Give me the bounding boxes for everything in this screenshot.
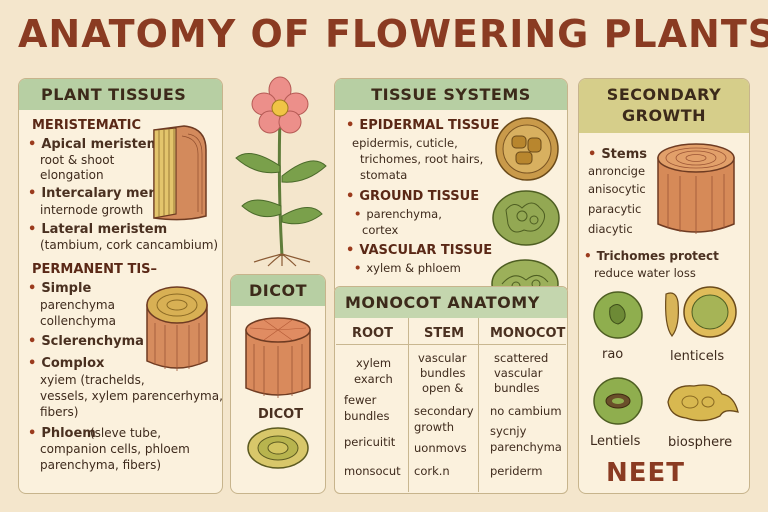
monocot-anatomy-card: MONOCOT ANATOMY: [334, 286, 568, 494]
stem-cell-2: bundles: [420, 366, 466, 380]
monocot-cell-2: vascular: [494, 366, 543, 380]
root-cell-2: exarch: [354, 372, 393, 386]
dicot-stem-cylinder-illustration: [245, 317, 311, 398]
epidermal-sub-3: stomata: [360, 168, 408, 182]
phloem-sub-1: companion cells, phloem: [40, 442, 190, 456]
complex-label: Complox: [28, 355, 104, 373]
stomata-type-1: anroncige: [588, 164, 646, 178]
biosphere-label: biosphere: [668, 435, 733, 450]
stomata-type-4: diacytic: [588, 222, 633, 236]
stem-cell-3: open &: [422, 381, 464, 395]
simple-label: Simple: [28, 280, 91, 298]
tissue-systems-heading: TISSUE SYSTEMS: [335, 79, 567, 110]
monocot-cell-5: sycnjy: [490, 424, 527, 438]
col-header-root: ROOT: [352, 326, 393, 341]
table-col-divider-2: [478, 318, 479, 492]
trichomes-label: Trichomes protect: [584, 248, 719, 264]
lenticel-icon: [665, 286, 737, 338]
lateral-sub: (tambium, cork cancambium): [40, 238, 219, 252]
stem-cell-6: uonmovs: [414, 441, 467, 455]
complex-sub-3: fibers): [40, 405, 79, 419]
root-cell-3: fewer: [344, 393, 377, 407]
stem-cell-1: vascular: [418, 351, 467, 365]
epidermal-sub-1: epidermis, cuticle,: [352, 136, 458, 150]
complex-sub-2: vessels, xylem parencerhyma,: [40, 389, 223, 403]
secondary-growth-heading-block: SECONDARY GROWTH: [579, 79, 749, 133]
dicot-cross-section-icon: [247, 427, 309, 469]
simple-sub-2: collenchyma: [40, 314, 116, 328]
simple-sub-1: parenchyma: [40, 298, 115, 312]
dicot-label: DICOT: [258, 407, 304, 422]
apical-sub-1: root & shoot: [40, 153, 115, 167]
trichomes-sub: reduce water loss: [594, 266, 696, 280]
phloem-label: Phloem: [28, 425, 96, 443]
monocot-cell-7: periderm: [490, 464, 543, 478]
col-header-stem: STEM: [424, 326, 465, 341]
col-header-monocot: MONOCOT: [490, 326, 566, 341]
stem-cell-4: secondary: [414, 404, 474, 418]
phloem-sub-0: (sleve tube,: [90, 426, 162, 440]
complex-sub-1: xyiem (trachelds,: [40, 373, 145, 387]
vascular-tissue-label: VASCULAR TISSUE: [346, 242, 492, 260]
biosphere-leaf-icon: [667, 384, 739, 422]
lentiel-cell-icon: [593, 377, 643, 425]
lentiels-label: Lentiels: [590, 434, 641, 449]
stems-label: Stems: [588, 146, 647, 164]
phloem-sub-2: parenchyma, fibers): [40, 458, 162, 472]
root-cell-1: xylem: [356, 356, 392, 370]
epidermal-sub-2: trichomes, root hairs,: [360, 152, 484, 166]
secondary-growth-heading-line1: SECONDARY: [606, 85, 722, 104]
monocot-anatomy-heading: MONOCOT ANATOMY: [335, 287, 567, 318]
sclerenchyma-label: Sclerenchyma: [28, 333, 144, 351]
vascular-sub: xylem & phloem: [354, 261, 460, 277]
ground-sub-1: parenchyma,: [354, 207, 442, 223]
root-cross-section-icon: [593, 291, 643, 339]
epidermal-tissue-label: EPIDERMAL TISSUE: [346, 117, 499, 135]
wood-log-illustration: [657, 143, 735, 234]
ground-sub-2: cortex: [362, 223, 399, 237]
table-col-divider-1: [408, 318, 409, 492]
monocot-cell-1: scattered: [494, 351, 549, 365]
root-cell-4: bundles: [344, 409, 390, 423]
monocot-cell-6: parenchyma: [490, 440, 562, 454]
table-header-divider: [336, 344, 566, 345]
apical-sub-2: elongation: [40, 168, 104, 182]
lateral-meristem-label: Lateral meristem: [28, 221, 167, 239]
page-title: ANATOMY OF FLOWERING PLANTS: [18, 12, 768, 56]
root-cell-5: pericuitit: [344, 435, 396, 449]
ground-tissue-cell-icon: [492, 190, 560, 246]
neet-badge: NEET: [606, 458, 686, 488]
permanent-heading: PERMANENT TIS–: [32, 262, 158, 277]
root-cell-6: monsocut: [344, 464, 401, 478]
epidermal-cell-icon: [495, 117, 559, 181]
permanent-tissue-cylinder-illustration: [146, 286, 208, 371]
stem-cell-5: growth: [414, 420, 455, 434]
monocot-cell-4: no cambium: [490, 404, 562, 418]
meristem-cylinder-illustration: [153, 125, 207, 221]
plant-tissues-heading: PLANT TISSUES: [19, 79, 222, 110]
meristematic-heading: MERISTEMATIC: [32, 118, 142, 133]
rao-label: rao: [602, 347, 624, 362]
intercalary-sub: internode growth: [40, 203, 144, 217]
monocot-cell-3: bundles: [494, 381, 540, 395]
stomata-type-3: paracytic: [588, 202, 642, 216]
stomata-type-2: anisocytic: [588, 182, 646, 196]
ground-tissue-label: GROUND TISSUE: [346, 188, 479, 206]
secondary-growth-heading-line2: GROWTH: [621, 106, 706, 125]
apical-meristem-label: Apical meristem: [28, 136, 160, 154]
lenticels-label: lenticels: [670, 349, 725, 364]
flowering-plant-illustration: [235, 76, 327, 267]
stem-cell-7: cork.n: [414, 464, 450, 478]
dicot-heading: DICOT: [231, 275, 325, 306]
